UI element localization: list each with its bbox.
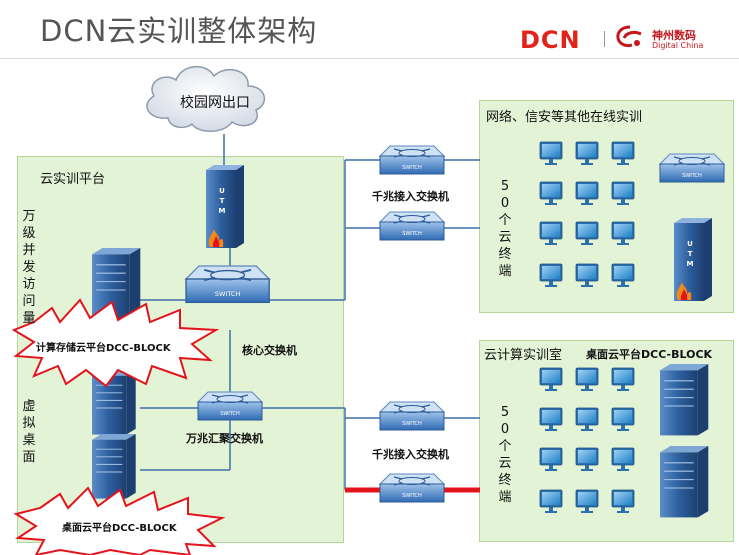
access-switch-bottom-1-icon <box>379 401 445 431</box>
lab-server-2-icon <box>659 445 709 518</box>
lab-server-1-icon <box>659 363 709 436</box>
cloud-platform-title: 云实训平台 <box>40 172 106 187</box>
core-switch-label: 核心交换机 <box>242 344 297 357</box>
aggregation-switch-label: 万兆汇聚交换机 <box>186 432 263 445</box>
net-zone-switch-icon <box>659 153 725 183</box>
lab-platform-label: 桌面云平台DCC-BLOCK <box>586 348 713 361</box>
dcn-logo: DCN <box>520 26 581 54</box>
terminal-grid-net <box>539 141 635 288</box>
compute-platform-label: 计算存储云平台DCC-BLOCK <box>36 343 171 354</box>
campus-network-cloud-icon <box>146 66 266 132</box>
compute-server-icon <box>91 247 141 320</box>
net-zone-utm-icon <box>674 218 712 301</box>
virtual-desktop-label: 虚拟桌面 <box>22 399 36 465</box>
access-switch-top-2-icon <box>379 211 445 241</box>
desktop-server-2-icon <box>91 433 137 500</box>
partner-name-en: Digital China <box>652 41 704 50</box>
access-switch-bottom-label: 千兆接入交换机 <box>372 448 449 461</box>
campus-exit-label: 校园网出口 <box>180 95 250 111</box>
digital-china-logo-icon <box>616 25 642 48</box>
page-title: DCN云实训整体架构 <box>40 14 318 48</box>
partner-name-cn: 神州数码 <box>652 29 696 42</box>
compute-platform-burst <box>11 298 220 388</box>
title-divider <box>0 58 739 59</box>
access-switch-top-1-icon <box>379 145 445 175</box>
logo-separator <box>604 31 605 47</box>
cloud-lab-title: 云计算实训室 <box>484 348 563 363</box>
core-switch-icon <box>185 265 271 304</box>
utm-firewall-icon <box>206 165 244 248</box>
terminal-grid-lab <box>539 367 635 514</box>
desktop-platform-burst <box>13 486 226 555</box>
access-switch-top-label: 千兆接入交换机 <box>372 190 449 203</box>
network-links <box>140 134 480 490</box>
lab-terminals-label: 50个云终端 <box>498 405 512 505</box>
concurrency-label: 万级并发访问量 <box>22 209 36 326</box>
desktop-platform-label: 桌面云平台DCC-BLOCK <box>62 523 177 534</box>
aggregation-switch-icon <box>197 391 263 421</box>
net-terminals-label: 50个云终端 <box>498 179 512 279</box>
access-switch-bottom-2-icon <box>379 473 445 503</box>
online-training-title: 网络、信安等其他在线实训 <box>486 110 643 125</box>
